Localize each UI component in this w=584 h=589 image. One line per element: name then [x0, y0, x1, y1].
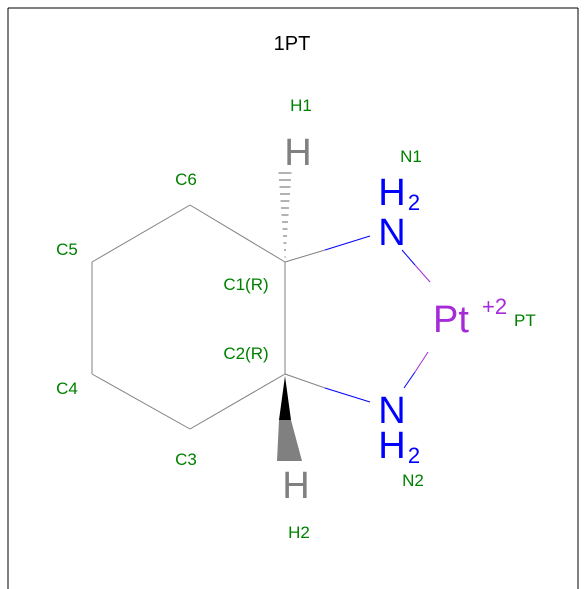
cyclohexane-ring [91, 204, 286, 430]
bond-c2-n2-gray [284, 373, 326, 389]
n2-symbol: N [378, 390, 405, 432]
n2-h-symbol: H [378, 425, 405, 467]
bond-c4-c3 [91, 373, 191, 430]
n1-label: N1 [400, 147, 422, 166]
bond-c1-n1-blue [324, 235, 371, 251]
c6-label: C6 [175, 170, 197, 189]
c1-label: C1(R) [223, 275, 268, 294]
c2-label: C2(R) [223, 344, 268, 363]
bond-c2-n2-blue [324, 387, 371, 403]
n1-h-symbol: H [378, 172, 405, 214]
bond-n2-pt-blue [403, 371, 416, 389]
pt-label: PT [514, 311, 536, 330]
bond-n1-pt-blue [401, 249, 416, 266]
bond-c1-c6 [189, 204, 286, 263]
n2-h-count: 2 [408, 443, 420, 468]
h1-label: H1 [290, 96, 312, 115]
c4-label: C4 [56, 379, 78, 398]
bond-c1-n1-gray [284, 249, 326, 263]
bond-c3-c2 [189, 373, 286, 430]
npt-bonds [401, 249, 431, 389]
solid-wedge-c2-h2-gray [277, 420, 302, 461]
n1-symbol: N [378, 212, 405, 254]
h1-symbol: H [284, 132, 311, 174]
bond-c6-c5 [91, 204, 191, 263]
n2-label: N2 [402, 471, 424, 490]
h2-symbol: H [282, 465, 309, 507]
n1-h-count: 2 [408, 190, 420, 215]
bond-n2-pt-purple [414, 351, 429, 373]
hashed-wedge-c1-h1 [278, 172, 292, 258]
diagram-title: 1PT [274, 33, 311, 55]
h2-label: H2 [288, 523, 310, 542]
pt-symbol: Pt [433, 299, 469, 341]
pt-charge: +2 [482, 294, 507, 319]
bond-n1-pt-purple [414, 264, 431, 283]
cn-bonds [284, 235, 371, 403]
c3-label: C3 [175, 450, 197, 469]
solid-wedge-c2-h2-black [279, 376, 291, 420]
c5-label: C5 [56, 240, 78, 259]
